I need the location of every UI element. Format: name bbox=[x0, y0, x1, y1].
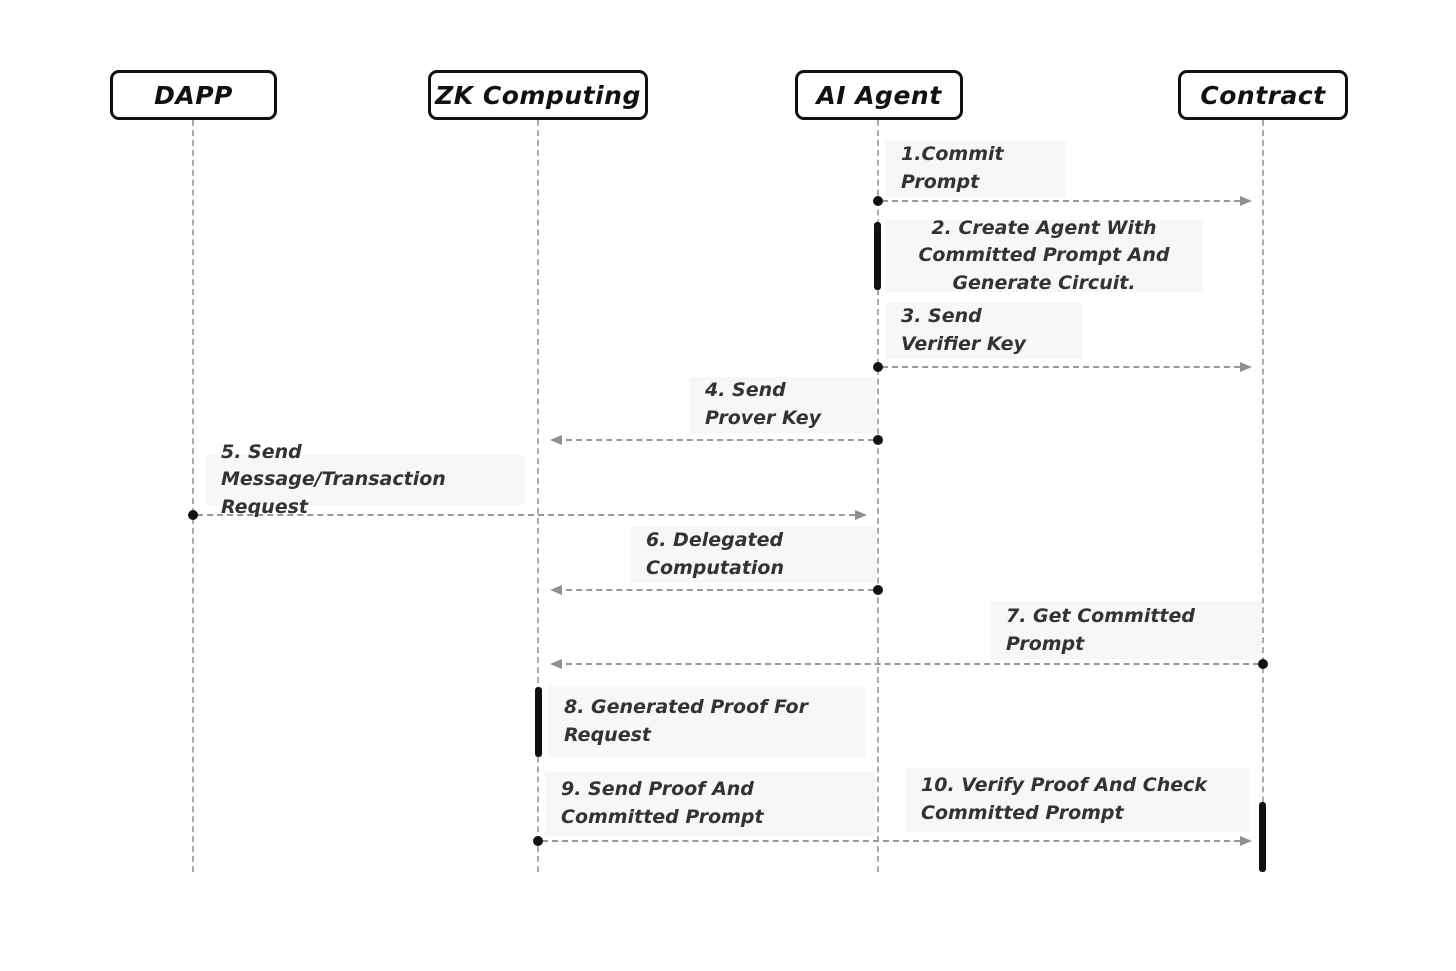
actor-label-zk-computing: ZK Computing bbox=[435, 80, 641, 110]
message-1-text: 1.Commit Prompt bbox=[901, 143, 1004, 193]
message-10-label: 10. Verify Proof And Check Committed Pro… bbox=[905, 768, 1250, 832]
message-8-text: 8. Generated Proof For Request bbox=[564, 695, 808, 746]
message-2-text: 2. Create Agent With Committed Prompt An… bbox=[918, 216, 1170, 294]
message-4-text: 4. Send Prover Key bbox=[705, 379, 821, 429]
message-8-label: 8. Generated Proof For Request bbox=[548, 686, 866, 757]
message-7-source-dot bbox=[1258, 659, 1268, 669]
message-9-arrow bbox=[542, 840, 1250, 842]
message-3-label: 3. Send Verifier Key bbox=[885, 303, 1083, 359]
message-6-source-dot bbox=[873, 585, 883, 595]
message-6-label: 6. Delegated Computation bbox=[630, 527, 876, 583]
actor-label-dapp: DAPP bbox=[154, 80, 233, 110]
message-1-arrowhead bbox=[1240, 196, 1252, 206]
message-1-source-dot bbox=[873, 196, 883, 206]
lifeline-zk-computing bbox=[537, 120, 539, 872]
message-4-arrowhead bbox=[550, 435, 562, 445]
message-3-arrowhead bbox=[1240, 362, 1252, 372]
message-7-arrow bbox=[556, 663, 1259, 665]
message-7-label: 7. Get Committed Prompt bbox=[990, 601, 1262, 660]
message-10-text: 10. Verify Proof And Check Committed Pro… bbox=[921, 774, 1208, 824]
message-1-arrow bbox=[882, 200, 1250, 202]
lifeline-contract bbox=[1262, 120, 1264, 872]
message-5-source-dot bbox=[188, 510, 198, 520]
actor-box-ai-agent: AI Agent bbox=[795, 70, 963, 120]
actor-box-zk-computing: ZK Computing bbox=[428, 70, 648, 120]
message-9-label: 9. Send Proof And Committed Prompt bbox=[545, 772, 875, 836]
actor-box-dapp: DAPP bbox=[110, 70, 277, 120]
message-3-source-dot bbox=[873, 362, 883, 372]
lifeline-ai-agent bbox=[877, 120, 879, 872]
message-7-arrowhead bbox=[550, 659, 562, 669]
message-3-text: 3. Send Verifier Key bbox=[901, 305, 1026, 355]
message-4-label: 4. Send Prover Key bbox=[689, 377, 876, 433]
message-10-activation-bar bbox=[1259, 802, 1266, 872]
actor-label-ai-agent: AI Agent bbox=[816, 80, 942, 110]
message-9-source-dot bbox=[533, 836, 543, 846]
actor-box-contract: Contract bbox=[1178, 70, 1348, 120]
message-6-text: 6. Delegated Computation bbox=[646, 529, 785, 579]
message-2-label: 2. Create Agent With Committed Prompt An… bbox=[885, 217, 1203, 294]
message-5-label: 5. Send Message/Transaction Request bbox=[205, 441, 525, 518]
message-9-arrowhead bbox=[1240, 836, 1252, 846]
actor-label-contract: Contract bbox=[1200, 80, 1326, 110]
message-6-arrow bbox=[556, 589, 874, 591]
message-5-arrowhead bbox=[855, 510, 867, 520]
message-7-text: 7. Get Committed Prompt bbox=[1006, 604, 1195, 655]
message-5-text: 5. Send Message/Transaction Request bbox=[221, 440, 446, 518]
message-2-activation-bar bbox=[874, 222, 881, 290]
message-4-arrow bbox=[556, 439, 874, 441]
message-8-activation-bar bbox=[535, 687, 542, 757]
message-6-arrowhead bbox=[550, 585, 562, 595]
message-1-label: 1.Commit Prompt bbox=[885, 141, 1066, 197]
lifeline-dapp bbox=[192, 120, 194, 872]
message-9-text: 9. Send Proof And Committed Prompt bbox=[561, 778, 764, 828]
message-5-arrow bbox=[197, 514, 865, 516]
message-4-source-dot bbox=[873, 435, 883, 445]
message-3-arrow bbox=[882, 366, 1250, 368]
